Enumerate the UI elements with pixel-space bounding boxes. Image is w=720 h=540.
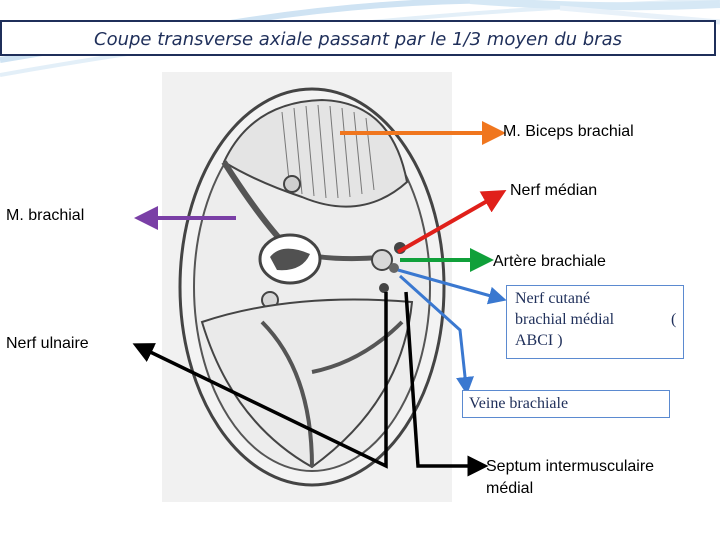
label-brachial-muscle: M. brachial bbox=[6, 207, 85, 224]
vessel-small bbox=[283, 175, 301, 193]
biceps-muscle bbox=[222, 98, 409, 208]
cutaneous-line-1: Nerf cutané bbox=[515, 290, 591, 307]
page-title: Coupe transverse axiale passant par le 1… bbox=[94, 29, 622, 50]
cutaneous-nerve-box: Nerf cutané brachial médial ( ABCI ) bbox=[506, 285, 684, 359]
posterior-septum bbox=[311, 320, 404, 374]
label-brachial-vein: Veine brachiale bbox=[469, 395, 569, 412]
label-ulnar-nerve: Nerf ulnaire bbox=[6, 335, 89, 352]
cutaneous-line-2: brachial médial bbox=[515, 311, 615, 328]
label-brachial-artery: Artère brachiale bbox=[493, 253, 606, 270]
cutaneous-arrow bbox=[397, 268, 507, 305]
bone-marrow bbox=[270, 248, 310, 271]
vein-box: Veine brachiale bbox=[462, 390, 670, 418]
median-arrow bbox=[397, 190, 507, 254]
biceps-hatching bbox=[281, 104, 375, 199]
label-septum-line-1: Septum intermusculaire bbox=[486, 458, 655, 475]
title-banner: Coupe transverse axiale passant par le 1… bbox=[0, 20, 716, 56]
septum-arrow bbox=[404, 291, 489, 477]
label-biceps: M. Biceps brachial bbox=[503, 123, 634, 140]
posterior-septum bbox=[260, 320, 314, 468]
brachial-vein bbox=[371, 249, 393, 271]
ulnar-nerve bbox=[379, 283, 389, 293]
label-septum-line-2: médial bbox=[486, 480, 534, 497]
cutaneous-paren: ( bbox=[671, 311, 677, 328]
vein-arrow bbox=[398, 274, 474, 395]
label-median-nerve: Nerf médian bbox=[510, 182, 598, 199]
brachial-artery bbox=[389, 263, 399, 273]
arm-cross-section-drawing bbox=[162, 72, 452, 502]
ulnar-arrow bbox=[132, 292, 388, 469]
cutaneous-line-3: ABCI ) bbox=[515, 332, 563, 349]
